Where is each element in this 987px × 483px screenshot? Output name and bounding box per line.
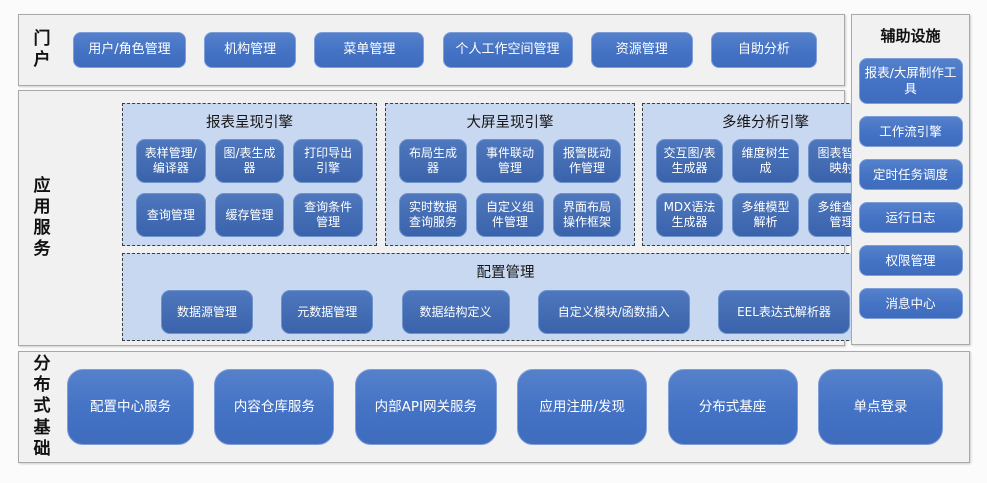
section-auxiliary-facilities: 辅助设施 报表/大屏制作工具 工作流引擎 定时任务调度 运行日志 权限管理 消息… — [851, 14, 970, 345]
button-report-bigscreen-authoring-tool[interactable]: 报表/大屏制作工具 — [858, 58, 963, 104]
button-scheduled-task-dispatch[interactable]: 定时任务调度 — [858, 159, 963, 190]
button-internal-api-gateway-service[interactable]: 内部API网关服务 — [354, 369, 497, 445]
button-query-condition-management[interactable]: 查询条件管理 — [293, 193, 363, 237]
button-realtime-data-query-service[interactable]: 实时数据查询服务 — [399, 193, 467, 237]
panel-config-management: 配置管理 数据源管理 元数据管理 数据结构定义 自定义模块/函数插入 EEL表达… — [122, 253, 889, 341]
button-mdx-syntax-generator[interactable]: MDX语法生成器 — [656, 193, 723, 237]
button-metadata-management[interactable]: 元数据管理 — [281, 290, 374, 334]
button-chart-table-generator[interactable]: 图/表生成器 — [214, 139, 285, 183]
config-button-row: 数据源管理 元数据管理 数据结构定义 自定义模块/函数插入 EEL表达式解析器 — [123, 282, 888, 334]
button-data-structure-definition[interactable]: 数据结构定义 — [401, 290, 510, 334]
button-menu-management[interactable]: 菜单管理 — [314, 32, 425, 68]
section-distributed-base: 分布式基础 配置中心服务 内容仓库服务 内部API网关服务 应用注册/发现 分布… — [18, 351, 970, 463]
auxiliary-button-column: 报表/大屏制作工具 工作流引擎 定时任务调度 运行日志 权限管理 消息中心 — [852, 46, 969, 319]
portal-button-row: 用户/角色管理 机构管理 菜单管理 个人工作空间管理 资源管理 自助分析 — [65, 32, 844, 68]
app-services-label-text: 应用服务 — [33, 175, 51, 260]
button-user-role-management[interactable]: 用户/角色管理 — [73, 32, 186, 68]
button-print-export-engine[interactable]: 打印导出引擎 — [293, 139, 363, 183]
bigscreen-engine-title: 大屏呈现引擎 — [466, 115, 554, 131]
distributed-base-label-text: 分布式基础 — [33, 353, 51, 459]
distributed-button-row: 配置中心服务 内容仓库服务 内部API网关服务 应用注册/发现 分布式基座 单点… — [65, 369, 969, 445]
button-cache-management[interactable]: 缓存管理 — [214, 193, 285, 237]
auxiliary-facilities-title: 辅助设施 — [880, 27, 941, 45]
button-resource-management[interactable]: 资源管理 — [590, 32, 693, 68]
app-services-body: 报表呈现引擎 表样管理/编译器 图/表生成器 打印导出引擎 查询管理 缓存管理 … — [65, 91, 889, 345]
distributed-base-label: 分布式基础 — [19, 354, 65, 460]
button-single-sign-on[interactable]: 单点登录 — [817, 369, 943, 445]
panel-report-engine: 报表呈现引擎 表样管理/编译器 图/表生成器 打印导出引擎 查询管理 缓存管理 … — [122, 103, 377, 246]
olap-engine-title: 多维分析引擎 — [722, 115, 809, 131]
button-datasource-management[interactable]: 数据源管理 — [161, 290, 253, 334]
button-query-management[interactable]: 查询管理 — [136, 193, 206, 237]
button-personal-workspace-management[interactable]: 个人工作空间管理 — [442, 32, 573, 68]
button-multidim-model-parsing[interactable]: 多维模型解析 — [732, 193, 799, 237]
button-org-management[interactable]: 机构管理 — [204, 32, 297, 68]
panel-bigscreen-engine: 大屏呈现引擎 布局生成器 事件联动管理 报警既动作管理 实时数据查询服务 自定义… — [385, 103, 635, 246]
report-engine-title: 报表呈现引擎 — [206, 115, 293, 131]
button-app-registration-discovery[interactable]: 应用注册/发现 — [517, 369, 648, 445]
portal-label: 门户 — [19, 29, 65, 72]
button-custom-module-function-insert[interactable]: 自定义模块/函数插入 — [537, 290, 690, 334]
report-engine-grid: 表样管理/编译器 图/表生成器 打印导出引擎 查询管理 缓存管理 查询条件管理 — [123, 132, 376, 237]
portal-label-text: 门户 — [33, 28, 51, 70]
button-message-center[interactable]: 消息中心 — [858, 288, 963, 319]
section-portal: 门户 用户/角色管理 机构管理 菜单管理 个人工作空间管理 资源管理 自助分析 — [18, 14, 845, 86]
button-self-service-analysis[interactable]: 自助分析 — [710, 32, 817, 68]
button-dimension-tree-generation[interactable]: 维度树生成 — [732, 139, 799, 183]
button-permission-management[interactable]: 权限管理 — [858, 245, 963, 276]
button-workflow-engine[interactable]: 工作流引擎 — [858, 116, 963, 147]
button-eel-expression-parser[interactable]: EEL表达式解析器 — [718, 290, 850, 334]
config-management-title: 配置管理 — [476, 265, 535, 281]
button-report-template-compiler[interactable]: 表样管理/编译器 — [136, 139, 206, 183]
app-services-label: 应用服务 — [19, 176, 65, 261]
bigscreen-engine-grid: 布局生成器 事件联动管理 报警既动作管理 实时数据查询服务 自定义组件管理 界面… — [386, 132, 634, 237]
button-interactive-chart-generator[interactable]: 交互图/表生成器 — [656, 139, 723, 183]
button-custom-component-management[interactable]: 自定义组件管理 — [476, 193, 544, 237]
button-config-center-service[interactable]: 配置中心服务 — [67, 369, 194, 445]
button-event-linkage-management[interactable]: 事件联动管理 — [476, 139, 544, 183]
button-run-logs[interactable]: 运行日志 — [858, 202, 963, 233]
button-alarm-action-management[interactable]: 报警既动作管理 — [553, 139, 621, 183]
button-ui-layout-operation-framework[interactable]: 界面布局操作框架 — [553, 193, 621, 237]
button-content-repository-service[interactable]: 内容仓库服务 — [214, 369, 335, 445]
button-distributed-platform-base[interactable]: 分布式基座 — [667, 369, 798, 445]
section-app-services: 应用服务 报表呈现引擎 表样管理/编译器 图/表生成器 打印导出引擎 查询管理 … — [18, 90, 889, 346]
button-layout-generator[interactable]: 布局生成器 — [399, 139, 467, 183]
